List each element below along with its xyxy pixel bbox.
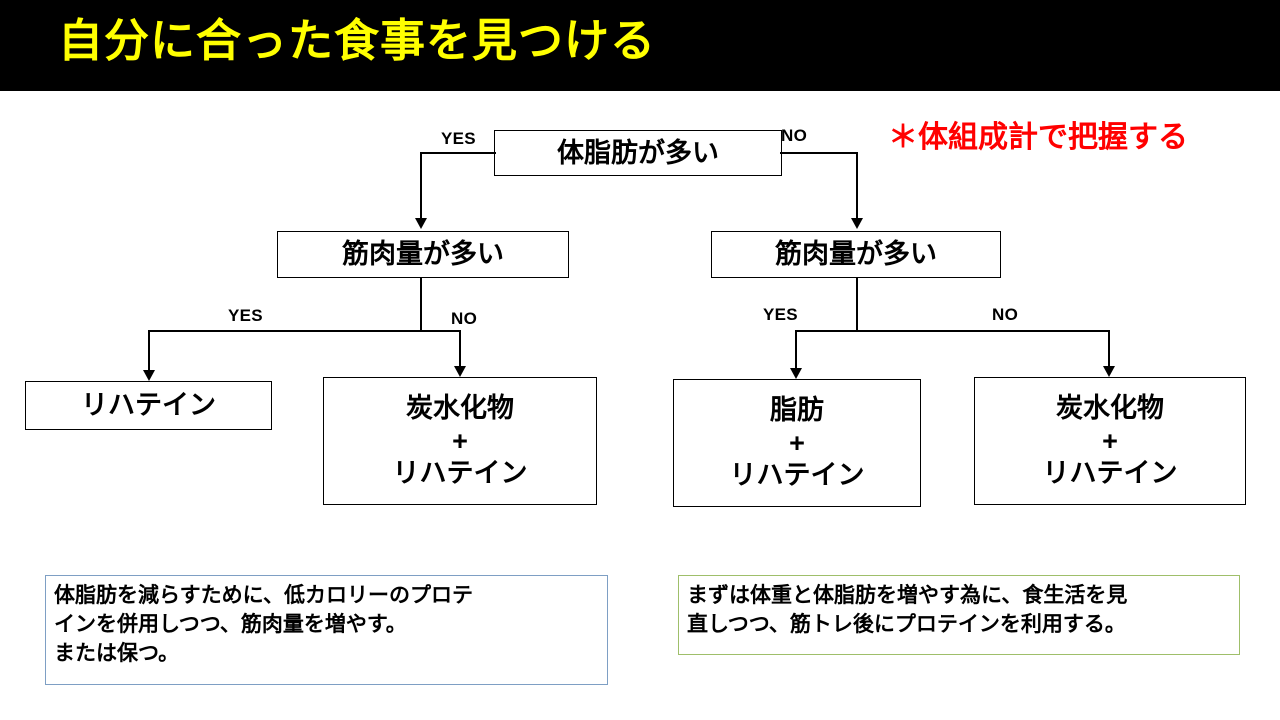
edge-label-root-no: NO: [781, 126, 808, 145]
outcome-box-4-line-1: 炭水化物: [1056, 392, 1164, 423]
outcome-box-2-line-2: +: [452, 425, 468, 456]
edge-right-yes-arrowhead: [790, 368, 802, 379]
decision-box-muscle-left[interactable]: 筋肉量が多い: [277, 231, 569, 278]
outcome-box-3[interactable]: 脂肪 + リハテイン: [673, 379, 921, 507]
outcome-box-4[interactable]: 炭水化物 + リハテイン: [974, 377, 1246, 505]
decision-box-muscle-right[interactable]: 筋肉量が多い: [711, 231, 1001, 278]
edge-root-no-vertical: [856, 152, 858, 220]
note-box-left-line-2: インを併用しつつ、筋肉量を増やす。: [54, 612, 407, 636]
outcome-box-1[interactable]: リハテイン: [25, 381, 272, 430]
edge-right-yes-vertical: [795, 330, 797, 371]
note-box-left-line-1: 体脂肪を減らすために、低カロリーのプロテ: [54, 584, 473, 607]
edge-right-no-vertical: [1108, 330, 1110, 369]
decision-box-body-fat[interactable]: 体脂肪が多い: [494, 130, 782, 176]
outcome-box-3-line-3: リハテイン: [729, 460, 865, 491]
outcome-box-2-line-3: リハテイン: [392, 458, 528, 489]
edge-label-left-no: NO: [451, 309, 478, 328]
title-band: [0, 0, 1280, 91]
edge-root-no-arrowhead: [851, 218, 863, 229]
edge-left-split-horizontal: [148, 330, 461, 332]
decision-box-muscle-left-label: 筋肉量が多い: [342, 239, 504, 270]
edge-right-stem: [856, 278, 858, 331]
edge-left-yes-arrowhead: [143, 370, 155, 381]
edge-root-yes-arrowhead: [415, 218, 427, 229]
outcome-box-4-line-3: リハテイン: [1042, 458, 1178, 489]
note-box-left: 体脂肪を減らすために、低カロリーのプロテ インを併用しつつ、筋肉量を増やす。 ま…: [45, 575, 608, 685]
decision-box-body-fat-label: 体脂肪が多い: [557, 137, 719, 168]
note-box-right-line-1: まずは体重と体脂肪を増やす為に、食生活を見: [687, 584, 1128, 607]
edge-root-yes-horizontal: [420, 152, 496, 154]
edge-right-split-horizontal: [795, 330, 1110, 332]
edge-label-root-yes: YES: [441, 129, 476, 148]
outcome-box-2[interactable]: 炭水化物 + リハテイン: [323, 377, 597, 505]
outcome-box-3-line-1: 脂肪: [770, 394, 824, 425]
body-composition-annotation: ＊体組成計で把握する: [888, 121, 1188, 154]
edge-label-right-no: NO: [992, 305, 1019, 324]
outcome-box-1-line-1: リハテイン: [81, 390, 216, 421]
edge-left-stem: [420, 278, 422, 331]
outcome-box-4-line-2: +: [1102, 425, 1118, 456]
outcome-box-3-line-2: +: [789, 427, 805, 458]
edge-left-no-arrowhead: [454, 366, 466, 377]
edge-root-no-horizontal: [780, 152, 858, 154]
page-title: 自分に合った食事を見つける: [58, 15, 657, 66]
edge-left-no-vertical: [459, 330, 461, 369]
decision-box-muscle-right-label: 筋肉量が多い: [775, 239, 937, 270]
note-box-right: まずは体重と体脂肪を増やす為に、食生活を見 直しつつ、筋トレ後にプロテインを利用…: [678, 575, 1240, 655]
edge-left-yes-vertical: [148, 330, 150, 373]
note-box-right-line-2: 直しつつ、筋トレ後にプロテインを利用する。: [687, 612, 1126, 636]
edge-label-right-yes: YES: [763, 305, 798, 324]
note-box-left-line-3: または保つ。: [54, 641, 180, 665]
edge-label-left-yes: YES: [228, 306, 263, 325]
edge-right-no-arrowhead: [1103, 366, 1115, 377]
edge-root-yes-vertical: [420, 152, 422, 220]
outcome-box-2-line-1: 炭水化物: [406, 392, 514, 423]
